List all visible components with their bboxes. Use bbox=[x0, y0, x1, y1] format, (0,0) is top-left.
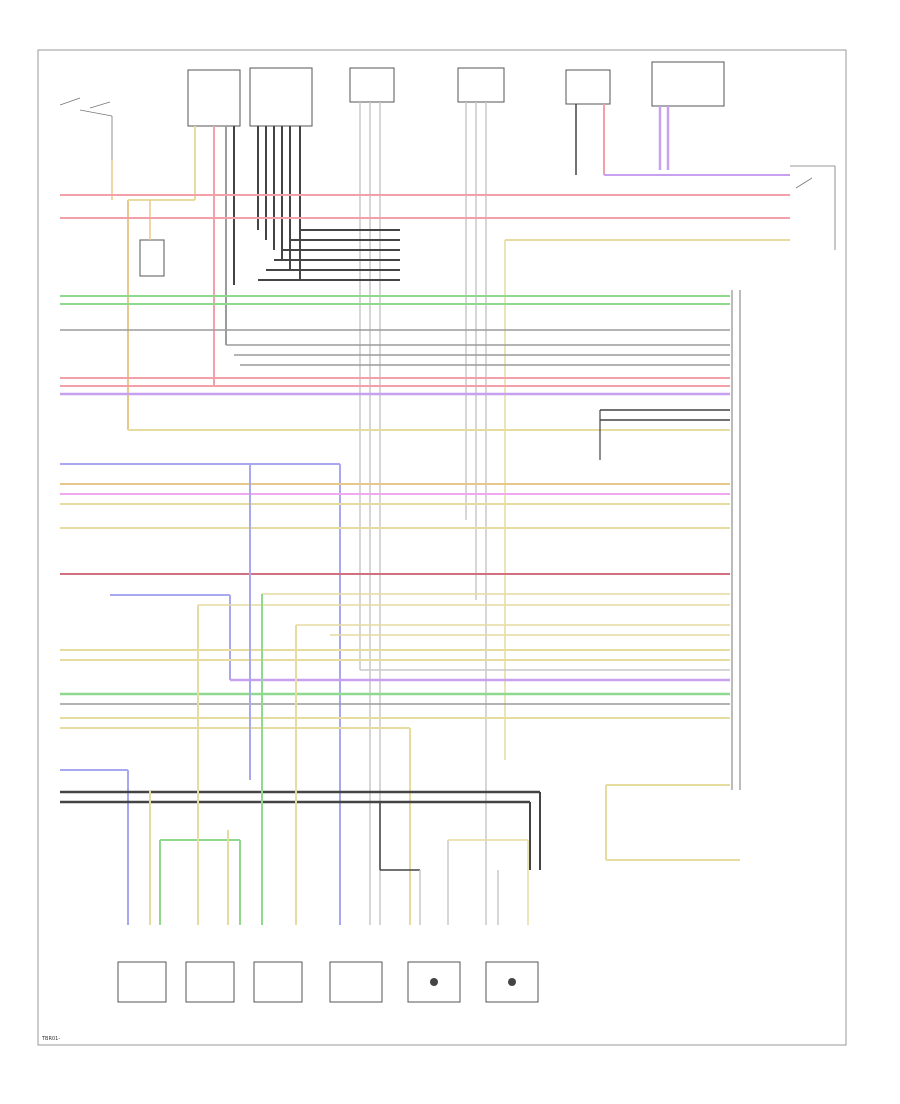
bottom-components bbox=[117, 961, 539, 1003]
sensor-component-2 bbox=[457, 67, 505, 103]
fuel-pump-relay-component bbox=[565, 69, 611, 105]
bottom-sensor-3 bbox=[253, 961, 303, 1003]
bottom-sensor-2 bbox=[185, 961, 235, 1003]
bottom-sensor-4 bbox=[329, 961, 383, 1003]
main-relay-component bbox=[249, 67, 313, 127]
top-components bbox=[59, 61, 836, 277]
ecm-connector-pins bbox=[731, 290, 741, 790]
bottom-sensor-1 bbox=[117, 961, 167, 1003]
horizontal-wires bbox=[60, 194, 790, 925]
right-switch bbox=[790, 165, 836, 250]
engine-relay-component bbox=[187, 69, 241, 127]
sensor-component-1 bbox=[349, 67, 395, 103]
bottom-vertical-wires bbox=[149, 594, 529, 925]
fuse-relay-block bbox=[59, 97, 113, 160]
purge-valve-component bbox=[139, 239, 165, 277]
page-code: TBR01- bbox=[41, 1036, 60, 1042]
fuel-pump-component bbox=[651, 61, 725, 107]
diagram-frame bbox=[37, 49, 847, 1046]
